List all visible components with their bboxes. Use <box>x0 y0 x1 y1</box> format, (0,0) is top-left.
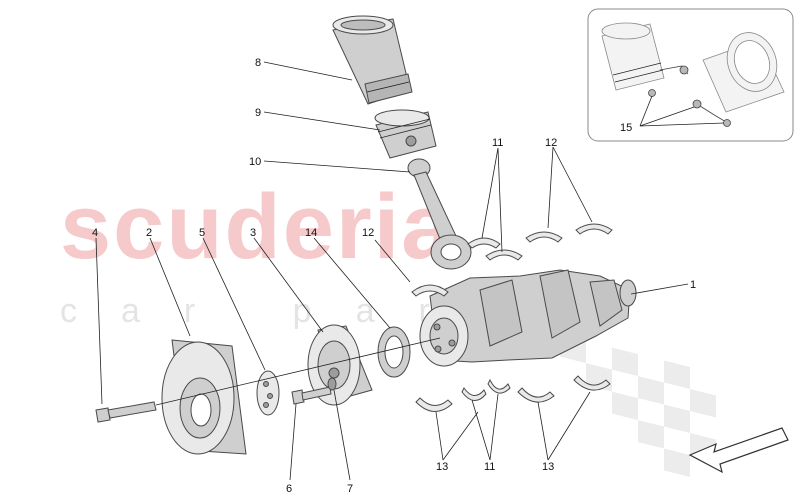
inset-cylinder-liner-right <box>702 32 785 113</box>
callout-9: 9 <box>255 107 261 119</box>
callout-5: 5 <box>199 227 205 239</box>
cylinder-liner <box>332 15 413 105</box>
pulley-washer <box>327 377 337 391</box>
watermark: scuderia car parts <box>60 176 716 478</box>
callout-labels: 1 2 3 4 5 6 7 8 9 10 11 11 12 12 13 13 1… <box>92 57 696 495</box>
pulley-bolt <box>291 386 332 405</box>
callout-13-left: 13 <box>436 461 448 473</box>
inset-cylinder-liner-left <box>601 22 665 91</box>
detail-inset: 15 <box>587 8 794 142</box>
torsional-damper <box>161 339 247 455</box>
callout-11-upper: 11 <box>492 137 503 149</box>
seal-ring <box>377 326 411 378</box>
connecting-rod <box>407 158 472 270</box>
callout-4: 4 <box>92 227 98 239</box>
callout-10: 10 <box>249 156 261 168</box>
callout-3: 3 <box>250 227 256 239</box>
callout-6: 6 <box>286 483 292 495</box>
callout-12-left: 12 <box>362 227 374 239</box>
callout-15: 15 <box>620 122 632 134</box>
watermark-brand: scuderia <box>60 176 454 278</box>
washer-plate <box>256 370 280 416</box>
leader-lines <box>95 61 689 481</box>
callout-12-right: 12 <box>545 137 557 149</box>
callout-2: 2 <box>146 227 152 239</box>
callout-14: 14 <box>305 227 317 239</box>
callout-13-right: 13 <box>542 461 554 473</box>
assembly-axis <box>155 337 441 406</box>
crank-bolt <box>95 401 157 423</box>
crankshaft <box>419 269 637 367</box>
piston <box>374 109 437 159</box>
callout-8: 8 <box>255 57 261 69</box>
callout-11-lower: 11 <box>484 461 495 473</box>
callout-1: 1 <box>690 279 696 291</box>
inset-oil-jets <box>648 65 731 127</box>
direction-arrow-icon <box>688 427 789 474</box>
callout-15-leaders <box>639 95 725 127</box>
bearing-shells-upper <box>411 223 613 297</box>
bearing-shells-lower <box>415 375 611 412</box>
callout-7: 7 <box>347 483 353 495</box>
